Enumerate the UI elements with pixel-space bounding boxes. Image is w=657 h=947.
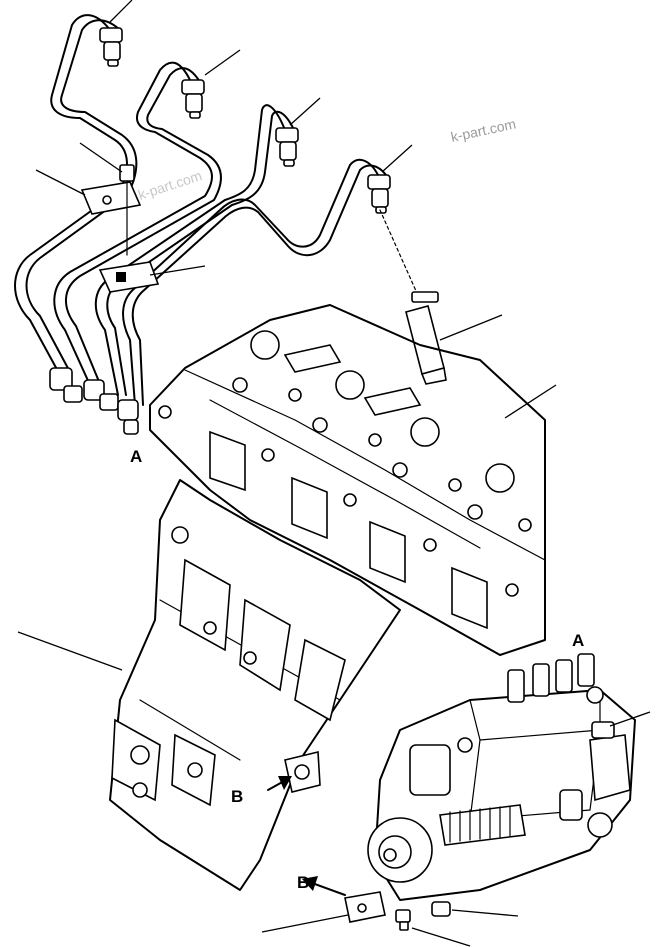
- callout-b-bracket: B: [297, 873, 309, 892]
- bracket-nut: [431, 901, 451, 917]
- callout-b-block: B: [231, 787, 243, 806]
- pipe-nut-1: [99, 27, 123, 67]
- pump-bracket: [344, 891, 386, 923]
- injection-pipes: [14, 14, 389, 406]
- bracket-bolt: [395, 909, 411, 931]
- leader-lines: [17, 0, 651, 947]
- pipe-nut-3: [275, 127, 299, 167]
- pipe-clamp-bracket: [80, 164, 142, 256]
- engine-block: [109, 479, 401, 891]
- callout-a-pipes: A: [130, 447, 142, 466]
- watermark-text: k-part.com: [449, 116, 517, 145]
- arrow-b-block: [267, 776, 292, 791]
- pump-end-nuts: [49, 367, 139, 435]
- watermark-text-faint: k-part.com: [136, 167, 204, 203]
- injection-pump: [367, 653, 636, 901]
- arrow-b-bracket: [302, 876, 346, 896]
- callout-a-pump: A: [572, 631, 584, 650]
- injector-nozzle: [379, 209, 447, 385]
- pipe-nut-4: [367, 174, 391, 214]
- pipe-nut-2: [181, 79, 205, 119]
- cylinder-head: [149, 304, 546, 656]
- pipe-clamp-lower: [98, 261, 160, 293]
